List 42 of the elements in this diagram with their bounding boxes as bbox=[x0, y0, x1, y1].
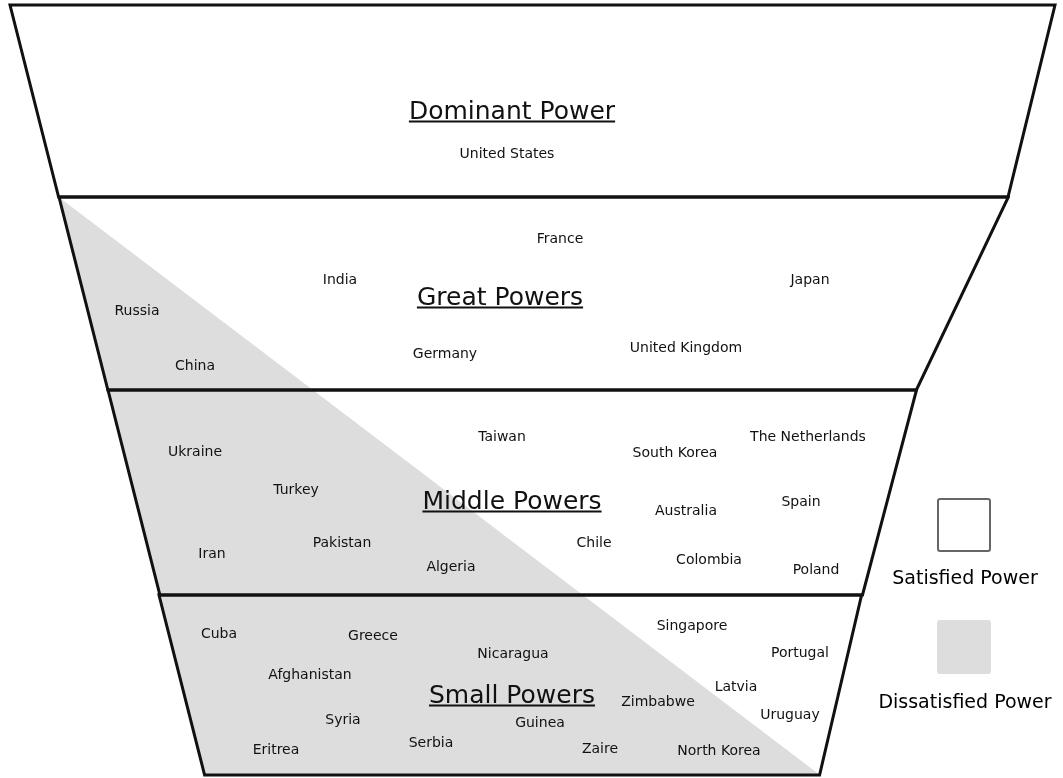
country-label: Ukraine bbox=[167, 443, 223, 459]
country-label: Australia bbox=[655, 502, 717, 518]
country-label: Algeria bbox=[426, 558, 476, 574]
country-label: Serbia bbox=[408, 734, 454, 750]
country-label: Greece bbox=[348, 627, 398, 643]
tier-heading: Great Powers bbox=[416, 281, 584, 311]
country-label: Eritrea bbox=[252, 741, 300, 757]
country-label: Colombia bbox=[676, 551, 742, 567]
country-label: France bbox=[536, 230, 584, 246]
country-label: Chile bbox=[576, 534, 612, 550]
country-label: India bbox=[322, 271, 358, 287]
country-label: Zimbabwe bbox=[621, 693, 695, 709]
country-label: Turkey bbox=[273, 481, 319, 497]
country-label: North Korea bbox=[677, 742, 761, 758]
country-label: Japan bbox=[790, 271, 830, 287]
country-label: Nicaragua bbox=[477, 645, 549, 661]
country-label: United Kingdom bbox=[629, 339, 743, 355]
country-label: Uruguay bbox=[760, 706, 820, 722]
country-label: Germany bbox=[412, 345, 478, 361]
country-label: China bbox=[175, 357, 215, 373]
country-label: Taiwan bbox=[478, 428, 526, 444]
country-label: Iran bbox=[198, 545, 226, 561]
country-label: United States bbox=[459, 145, 555, 161]
country-label: Syria bbox=[325, 711, 361, 727]
country-label: Latvia bbox=[714, 678, 758, 694]
country-label: Russia bbox=[114, 302, 160, 318]
country-label: Spain bbox=[781, 493, 821, 509]
country-label: Guinea bbox=[515, 714, 565, 730]
legend-label: Satisfied Power bbox=[892, 566, 1038, 588]
country-label: South Korea bbox=[632, 444, 718, 460]
country-label: The Netherlands bbox=[750, 428, 866, 444]
country-label: Zaire bbox=[581, 740, 619, 756]
tier-heading: Middle Powers bbox=[422, 485, 602, 515]
country-label: Cuba bbox=[200, 625, 238, 641]
country-label: Portugal bbox=[771, 644, 829, 660]
country-label: Pakistan bbox=[312, 534, 372, 550]
tier-heading: Dominant Power bbox=[408, 95, 616, 125]
tier-heading: Small Powers bbox=[429, 679, 595, 709]
country-label: Afghanistan bbox=[268, 666, 352, 682]
legend-label: Dissatisfied Power bbox=[878, 690, 1052, 712]
country-label: Poland bbox=[792, 561, 840, 577]
country-label: Singapore bbox=[656, 617, 728, 633]
